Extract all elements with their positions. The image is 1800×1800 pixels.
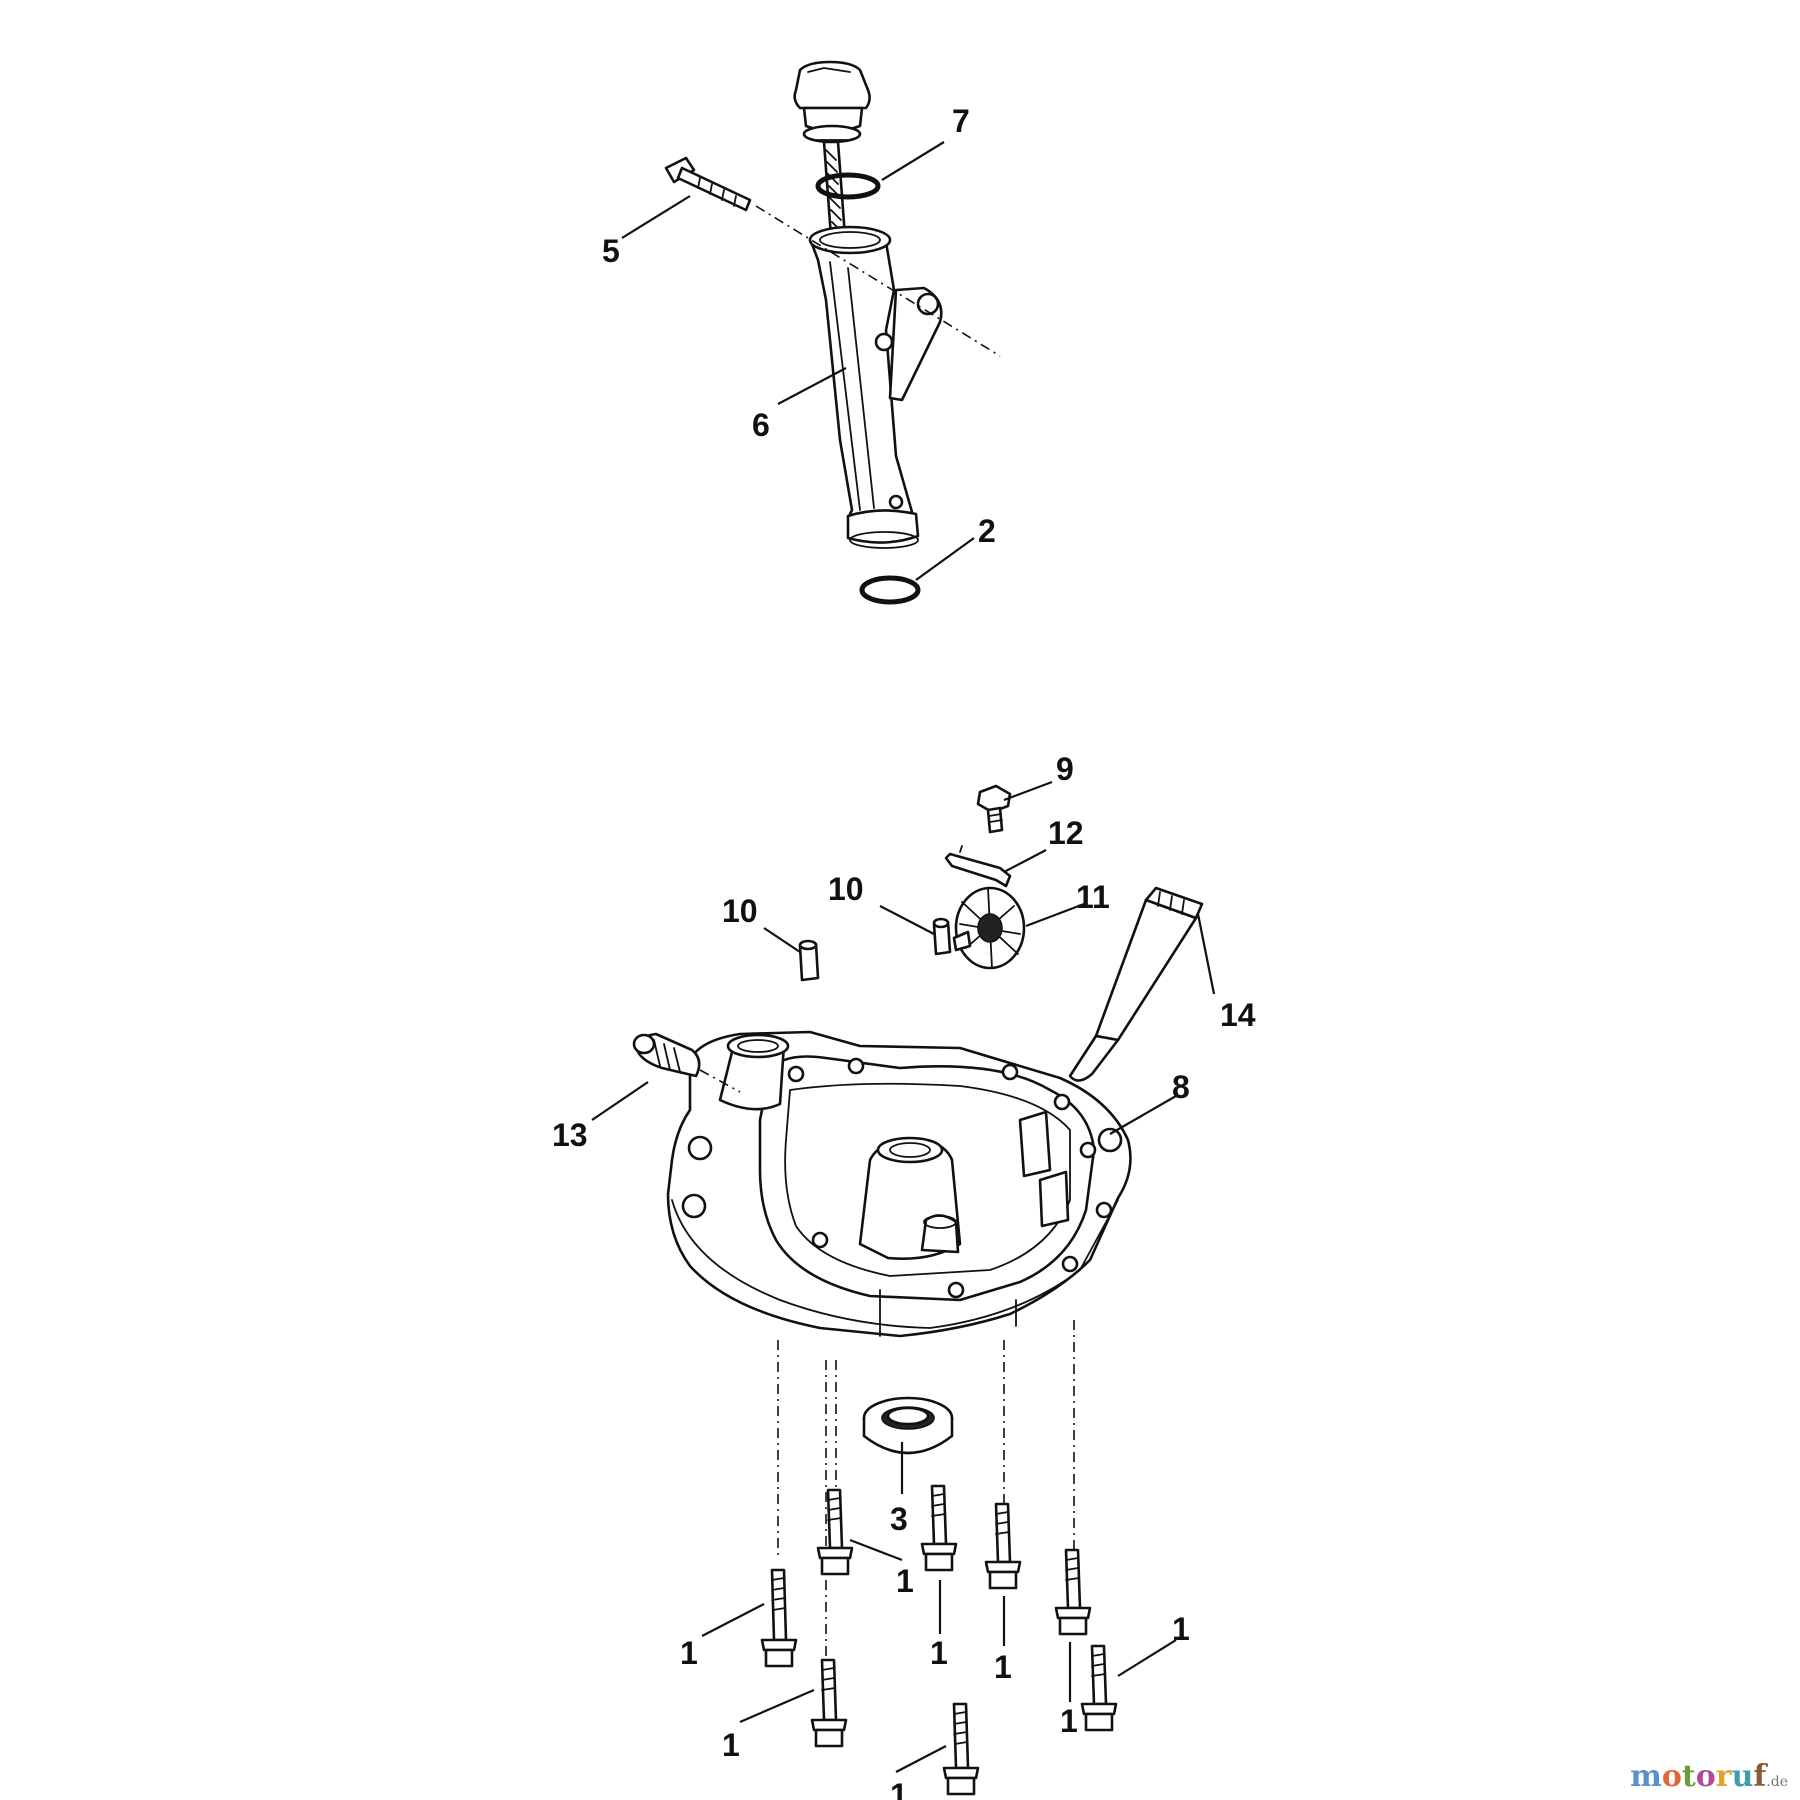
watermark-suffix: .de [1766, 1774, 1788, 1790]
flange-bolt-1a [760, 1568, 798, 1668]
plug-13 [632, 1032, 701, 1078]
callout-2: 2 [978, 513, 996, 549]
callout-5: 5 [602, 233, 620, 269]
oil-seal-3 [862, 1396, 954, 1455]
motoruf-watermark-logo: motoruf.de [1630, 1759, 1788, 1794]
callout-1g: 1 [722, 1727, 740, 1763]
callout-1h: 1 [890, 1777, 908, 1800]
watermark-letter: m [1630, 1759, 1662, 1794]
flange-bolt-1f [984, 1502, 1022, 1590]
watermark-letter: f [1753, 1759, 1767, 1794]
dowel-pin-left [798, 939, 820, 982]
callout-1c: 1 [930, 1635, 948, 1671]
callout-3: 3 [890, 1501, 908, 1537]
callout-12: 12 [1048, 815, 1084, 851]
callout-9: 9 [1056, 751, 1074, 787]
callout-8: 8 [1172, 1069, 1190, 1105]
o-ring-7 [815, 172, 881, 200]
callout-10-right: 10 [828, 871, 864, 907]
plug-13-axis-line [699, 1069, 741, 1093]
sealant-tube-14 [1068, 886, 1204, 1082]
watermark-letter: t [1681, 1759, 1696, 1794]
callout-10-left: 10 [722, 893, 758, 929]
callout-13: 13 [552, 1117, 588, 1153]
flange-bolt-1c [810, 1658, 848, 1748]
watermark-letter: o [1661, 1759, 1682, 1794]
callout-labels: 7 5 6 2 9 12 10 10 11 14 8 13 3 1 1 1 1 … [552, 103, 1256, 1800]
o-ring-2 [859, 575, 921, 605]
flange-bolt-5 [664, 156, 752, 212]
flange-bolt-1e [942, 1702, 980, 1796]
lever-12 [944, 845, 1012, 888]
watermark-letter: o [1695, 1759, 1716, 1794]
leader-lines [591, 141, 1216, 1773]
callout-7: 7 [952, 103, 970, 139]
flange-bolt-1h [1080, 1644, 1118, 1732]
flange-bolt-1g [1054, 1548, 1092, 1636]
governor-gear-11 [952, 886, 1026, 970]
callout-1d: 1 [994, 1649, 1012, 1685]
flange-bolt-1d [920, 1484, 958, 1572]
callout-1f: 1 [1172, 1611, 1190, 1647]
callout-14: 14 [1220, 997, 1256, 1033]
dipstick-cap [793, 60, 871, 144]
callout-11: 11 [1076, 879, 1110, 915]
bolt-axis-lines [777, 1320, 1075, 1690]
watermark-letter: r [1715, 1759, 1732, 1794]
crankcase-cover [666, 1030, 1132, 1338]
oil-fill-tube [808, 225, 943, 549]
watermark-letter: u [1731, 1759, 1754, 1794]
callout-6: 6 [752, 407, 770, 443]
callout-1a: 1 [896, 1563, 914, 1599]
callout-1e: 1 [1060, 1703, 1078, 1739]
dowel-pin-right [932, 917, 952, 956]
callout-1b: 1 [680, 1635, 698, 1671]
flange-bolt-1b [816, 1488, 854, 1576]
screw-9 [976, 784, 1012, 834]
bolt-5-axis-line [755, 205, 1001, 357]
